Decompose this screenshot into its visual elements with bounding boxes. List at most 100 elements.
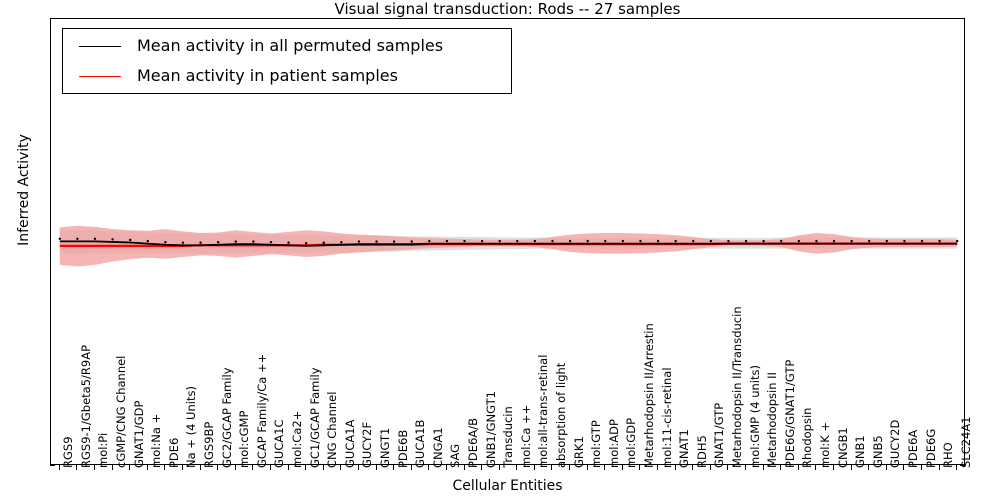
series-marker-permuted — [709, 239, 713, 243]
x-tick-label: GUCY2F — [360, 421, 375, 468]
x-tick-label: RGS9 — [61, 436, 76, 468]
x-tick-mark — [305, 465, 307, 470]
x-tick-label: GNGT1 — [378, 427, 393, 468]
series-marker-permuted — [392, 240, 396, 243]
legend-item-permuted: Mean activity in all permuted samples — [63, 32, 511, 62]
x-tick-mark — [340, 465, 342, 470]
x-tick-mark — [111, 465, 113, 470]
x-tick-label: mol:GDP — [624, 417, 639, 468]
x-tick-mark — [481, 465, 483, 470]
series-marker-permuted — [234, 240, 237, 243]
x-tick-label: mol:all-trans-retinal — [536, 354, 551, 468]
x-tick-mark — [58, 465, 60, 470]
x-tick-mark — [217, 465, 219, 470]
series-marker-permuted — [375, 240, 378, 243]
series-marker-permuted — [428, 239, 431, 243]
x-tick-mark — [639, 465, 641, 470]
series-marker-permuted — [58, 237, 61, 240]
series-marker-permuted — [410, 240, 413, 243]
series-marker-permuted — [287, 241, 290, 244]
x-tick-mark — [445, 465, 447, 470]
x-tick-label: GRK1 — [571, 436, 586, 468]
x-tick-mark — [745, 465, 747, 470]
x-tick-label: PDE6G — [923, 428, 938, 468]
x-tick-mark — [551, 465, 553, 470]
series-marker-permuted — [604, 239, 607, 243]
y-tick-mark — [960, 465, 965, 466]
x-tick-mark — [762, 465, 764, 470]
x-tick-label: mol:Pi — [96, 432, 111, 468]
x-tick-mark — [393, 465, 395, 470]
x-tick-mark — [516, 465, 518, 470]
x-tick-label: GC2/GCAP Family — [219, 367, 234, 468]
x-tick-mark — [498, 465, 500, 470]
x-tick-mark — [674, 465, 676, 470]
series-marker-permuted — [956, 239, 959, 243]
x-tick-label: mol:GTP — [589, 420, 604, 468]
x-tick-mark — [727, 465, 729, 470]
x-tick-label: mol:Ca2+ — [290, 410, 305, 468]
x-tick-mark — [357, 465, 359, 470]
series-marker-permuted — [621, 239, 625, 243]
x-axis-label: Cellular Entities — [452, 478, 563, 494]
x-tick-label: GCAP Family/Ca ++ — [254, 353, 269, 468]
legend-swatch-patient — [79, 76, 121, 77]
x-tick-mark — [533, 465, 535, 470]
x-tick-label: SAG — [448, 443, 463, 468]
x-tick-label: CNGB1 — [835, 427, 850, 468]
x-tick-label: GNAT1/GTP — [712, 402, 727, 468]
series-band — [59, 225, 958, 267]
series-line-permuted — [59, 240, 958, 247]
legend-label-permuted: Mean activity in all permuted samples — [137, 36, 444, 55]
x-tick-label: mol:Na + — [149, 413, 164, 468]
x-tick-mark — [657, 465, 659, 470]
x-tick-label: SLC24A1 — [958, 416, 973, 468]
x-tick-mark — [375, 465, 377, 470]
series-marker-permuted — [146, 239, 149, 243]
series-marker-permuted — [128, 238, 132, 242]
x-tick-mark — [921, 465, 922, 470]
x-tick-mark — [199, 465, 201, 470]
x-tick-label: GNB5 — [870, 435, 885, 468]
series-marker-permuted — [463, 239, 466, 243]
x-tick-label: RHO — [941, 442, 956, 468]
x-tick-label: Na + (4 Units) — [184, 386, 199, 468]
series-marker-permuted — [269, 240, 273, 244]
x-tick-label: GNAT1/GDP — [131, 400, 146, 468]
legend-swatch-permuted — [79, 46, 121, 47]
series-marker-permuted — [551, 239, 554, 243]
series-marker-permuted — [780, 239, 783, 243]
series-marker-permuted — [656, 239, 660, 243]
x-tick-label: GNB1 — [853, 435, 868, 468]
x-tick-label: PDE6 — [166, 437, 181, 468]
x-tick-label: GNAT1 — [677, 429, 692, 468]
series-marker-permuted — [832, 239, 836, 243]
series-marker-permuted — [903, 239, 906, 243]
x-tick-label: Metarhodopsin II/Arrestin — [641, 323, 656, 468]
x-tick-mark — [938, 465, 940, 470]
x-tick-mark — [569, 465, 571, 470]
x-tick-mark — [146, 465, 148, 470]
series-marker-permuted — [216, 240, 220, 244]
x-tick-label: GUCY2D — [888, 419, 903, 468]
series-marker-permuted — [516, 239, 519, 243]
series-marker-permuted — [885, 239, 889, 243]
x-tick-mark — [780, 465, 782, 470]
x-tick-mark — [76, 465, 78, 470]
series-marker-permuted — [357, 240, 361, 243]
series-marker-permuted — [252, 240, 255, 243]
x-tick-label: Metarhodopsin II — [765, 372, 780, 468]
series-marker-permuted — [498, 239, 501, 243]
x-tick-label: GNB1/GNGT1 — [483, 391, 498, 468]
series-marker-permuted — [76, 237, 79, 240]
x-tick-label: mol:cGMP — [237, 410, 252, 468]
x-tick-mark — [252, 465, 254, 470]
x-tick-mark — [833, 465, 835, 470]
x-tick-label: mol:K + — [817, 421, 832, 468]
x-tick-mark — [428, 465, 430, 470]
x-tick-label: Transducin — [501, 406, 516, 468]
series-marker-permuted — [938, 239, 941, 243]
series-marker-permuted — [797, 239, 801, 243]
x-tick-label: GC1/GCAP Family — [307, 367, 322, 468]
x-tick-label: PDE6A/B — [466, 417, 480, 468]
